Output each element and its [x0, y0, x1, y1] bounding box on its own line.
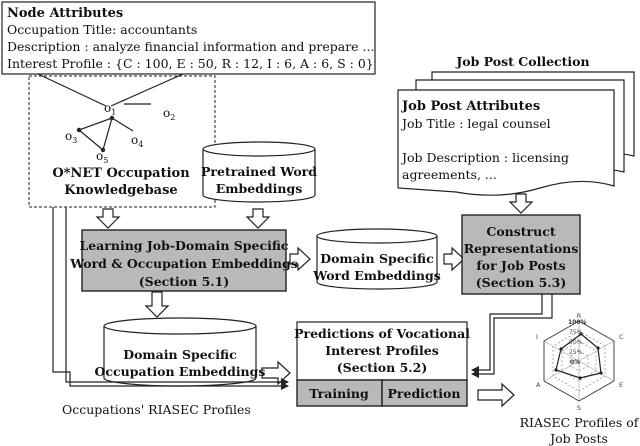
- radar-spoke: [578, 360, 615, 382]
- construct-label-line4: (Section 5.3): [476, 275, 566, 290]
- radar-point: [599, 371, 603, 375]
- radar-axis-label: I: [536, 333, 538, 341]
- pretrained-label-line1: Pretrained Word: [201, 164, 317, 179]
- radar-point: [554, 368, 558, 372]
- construct-label-line1: Construct: [486, 224, 555, 239]
- radar-level-label: 50%: [569, 339, 583, 346]
- radar-axis-label: E: [619, 381, 623, 389]
- radar-axis-label: S: [577, 404, 581, 412]
- riasec-radar-chart: R C E S A I 100% 75% 50% 25% 0% RIASEC P…: [520, 312, 640, 446]
- radar-spoke: [543, 340, 580, 362]
- prediction-cell[interactable]: Prediction: [381, 379, 468, 407]
- radar-point: [579, 332, 583, 336]
- radar-spoke: [578, 340, 615, 362]
- occupation-profiles-flow: [65, 207, 289, 386]
- radar-level-label: 100%: [568, 319, 587, 326]
- predictions-label-line3: (Section 5.2): [337, 360, 427, 375]
- job-post-representation-flow: [471, 294, 553, 378]
- domain-word-embeddings-cylinder: Domain Specific Word Embeddings: [312, 228, 441, 290]
- pretrained-embeddings-cylinder: Pretrained Word Embeddings: [201, 141, 317, 203]
- domain-occ-label-line1: Domain Specific: [123, 347, 237, 362]
- graph-edge: [78, 117, 113, 131]
- radar-point: [578, 376, 582, 380]
- graph-node-dot: [76, 127, 82, 133]
- learning-embeddings-box[interactable]: Learning Job-Domain Specific Word & Occu…: [69, 229, 298, 292]
- job-post-attributes-page: [397, 89, 615, 196]
- knowledgebase-dashed-box: [28, 75, 216, 208]
- occupation-graph: o1 o2 o3 o4 o5: [65, 101, 175, 165]
- radar-spoke: [543, 360, 580, 382]
- domain-word-label-line2: Word Embeddings: [312, 268, 441, 283]
- predictions-label-line1: Predictions of Vocational: [294, 326, 470, 341]
- pretrained-label-line2: Embeddings: [216, 181, 303, 196]
- right-arrow-icon: [443, 246, 465, 272]
- down-arrow-icon: [144, 291, 170, 318]
- job-post-collection-title: Job Post Collection: [455, 54, 589, 69]
- job-post-collection: Job Post Collection Job Post Attributes …: [397, 54, 635, 196]
- graph-node-o1: o1: [104, 101, 116, 117]
- training-label: Training: [309, 386, 369, 401]
- attribute-link-left: [37, 73, 107, 107]
- training-cell[interactable]: Training: [296, 379, 383, 407]
- down-arrow-icon: [245, 208, 271, 229]
- job-post-attributes-title: Job Post Attributes: [401, 99, 540, 114]
- domain-occ-label-line2: Occupation Embeddings: [95, 364, 266, 379]
- graph-node-o2: o2: [163, 106, 175, 122]
- job-description-text: Job Description : licensing: [400, 150, 569, 165]
- graph-node-o5: o5: [96, 149, 108, 165]
- radar-level-label: 0%: [570, 359, 580, 366]
- learning-label-line3: (Section 5.1): [139, 274, 229, 289]
- job-post-representation-flow: [471, 294, 543, 374]
- predictions-label-line2: Interest Profiles: [325, 343, 439, 358]
- radar-caption-line2: Job Posts: [548, 431, 608, 446]
- radar-axis-label: A: [536, 381, 541, 389]
- flow-lines: [52, 207, 553, 390]
- interest-profile-text: Interest Profile : {C : 100, E : 50, R :…: [7, 56, 374, 71]
- job-title-text: Job Title : legal counsel: [400, 116, 551, 131]
- job-description-cont-text: agreements, ...: [402, 167, 497, 182]
- knowledgebase-label-line1: O*NET Occupation: [52, 166, 190, 181]
- radar-caption-line1: RIASEC Profiles of: [520, 415, 640, 430]
- right-arrow-icon: [289, 246, 311, 272]
- construct-label-line2: Representations: [464, 241, 579, 256]
- graph-node-o4: o4: [131, 133, 143, 149]
- graph-node-o3: o3: [65, 129, 77, 145]
- domain-word-label-line1: Domain Specific: [320, 251, 434, 266]
- node-attributes-box: [1, 1, 376, 75]
- radar-level-label: 75%: [569, 329, 583, 336]
- graph-edge: [78, 129, 104, 151]
- down-arrow-icon: [95, 208, 121, 229]
- graph-node-dot: [100, 147, 106, 153]
- graph-edge: [111, 117, 134, 132]
- right-arrow-icon: [261, 360, 291, 386]
- occupations-riasec-label: Occupations' RIASEC Profiles: [62, 402, 251, 417]
- domain-occupation-embeddings-cylinder: Domain Specific Occupation Embeddings: [95, 317, 266, 387]
- graph-edge: [102, 117, 113, 151]
- onet-knowledgebase-group: Node Attributes Occupation Title: accoun…: [1, 1, 376, 208]
- graph-node-dot: [109, 115, 115, 121]
- radar-axis-label: R: [577, 312, 582, 320]
- predictions-box: Predictions of Vocational Interest Profi…: [294, 321, 470, 381]
- radar-axis-label: C: [619, 333, 624, 341]
- attribute-link-right: [110, 73, 184, 107]
- learning-label-line2: Word & Occupation Embeddings: [69, 256, 298, 271]
- radar-point: [596, 346, 600, 350]
- description-text: Description : analyze financial informat…: [7, 39, 374, 54]
- knowledgebase-label-line2: Knowledgebase: [64, 183, 177, 198]
- construct-representations-box[interactable]: Construct Representations for Job Posts …: [461, 214, 581, 295]
- radar-level-label: 25%: [569, 349, 583, 356]
- occupation-title-text: Occupation Title: accountants: [7, 22, 197, 37]
- occupation-profiles-flow: [52, 207, 289, 390]
- learning-label-line1: Learning Job-Domain Specific: [79, 238, 288, 253]
- right-arrow-icon: [477, 382, 515, 408]
- node-attributes-title: Node Attributes: [7, 6, 123, 21]
- down-arrow-icon: [508, 193, 534, 214]
- prediction-label: Prediction: [388, 386, 461, 401]
- radar-point: [559, 347, 563, 351]
- construct-label-line3: for Job Posts: [476, 258, 565, 273]
